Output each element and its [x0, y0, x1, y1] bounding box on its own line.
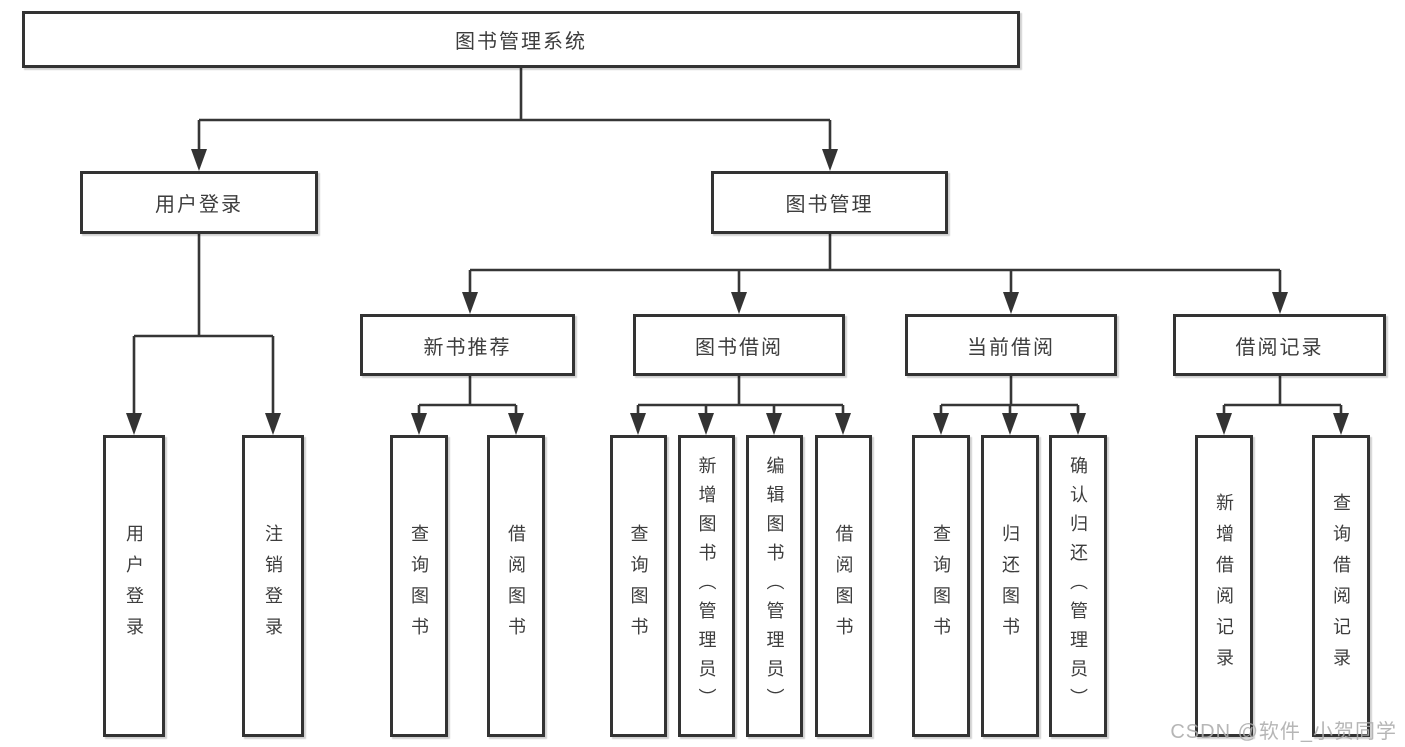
- csdn-watermark: CSDN @软件_小贺同学: [1170, 721, 1397, 743]
- node-label: 新增借阅记录: [1214, 493, 1234, 679]
- node-label: 借阅图书: [833, 524, 854, 648]
- node-library-management-system: 图书管理系统: [22, 11, 1020, 68]
- node-label: 查询图书: [409, 524, 429, 648]
- node-label: 确认归还（管理员）: [1068, 455, 1088, 717]
- connector-currentborrow-to-leaves: [933, 376, 1086, 435]
- node-label: 借阅记录: [1235, 336, 1324, 359]
- leaf-query-borrow-record: 查询借阅记录: [1312, 435, 1370, 737]
- node-label: 新增图书（管理员）: [696, 455, 717, 717]
- connector-userlogin-to-leaves: [126, 234, 281, 435]
- connector-bookmgmt-to-level3: [462, 234, 1288, 314]
- connector-borrowrecords-to-leaves: [1216, 376, 1349, 435]
- node-label: 注销登录: [263, 524, 283, 648]
- node-label: 图书管理: [785, 194, 874, 216]
- leaf-confirm-return-admin: 确认归还（管理员）: [1049, 435, 1107, 737]
- leaf-return-books: 归还图书: [981, 435, 1039, 737]
- leaf-borrow-books-recommend: 借阅图书: [487, 435, 545, 737]
- node-label: 查询借阅记录: [1331, 493, 1351, 679]
- leaf-logout: 注销登录: [242, 435, 304, 737]
- leaf-add-books-admin: 新增图书（管理员）: [678, 435, 735, 737]
- leaf-user-login: 用户登录: [103, 435, 165, 737]
- node-new-book-recommend: 新书推荐: [360, 314, 575, 376]
- node-label: 图书管理系统: [455, 31, 587, 53]
- node-label: 用户登录: [155, 194, 243, 216]
- node-label: 图书借阅: [695, 336, 783, 359]
- node-label: 查询图书: [931, 524, 951, 648]
- node-current-borrowing: 当前借阅: [905, 314, 1117, 376]
- node-label: 新书推荐: [423, 336, 512, 359]
- node-label: 编辑图书（管理员）: [764, 455, 785, 717]
- leaf-add-borrow-record: 新增借阅记录: [1195, 435, 1253, 737]
- leaf-borrow-books: 借阅图书: [815, 435, 872, 737]
- node-label: 借阅图书: [506, 524, 526, 648]
- leaf-query-books-borrowing: 查询图书: [610, 435, 667, 737]
- connector-newbookrec-to-leaves: [411, 376, 524, 435]
- node-book-borrowing: 图书借阅: [633, 314, 845, 376]
- leaf-edit-books-admin: 编辑图书（管理员）: [746, 435, 803, 737]
- node-user-login: 用户登录: [80, 171, 318, 234]
- connector-bookborrow-to-leaves: [630, 376, 851, 435]
- leaf-query-books-current: 查询图书: [912, 435, 970, 737]
- node-label: 当前借阅: [967, 336, 1055, 359]
- node-book-management: 图书管理: [711, 171, 948, 234]
- node-label: 归还图书: [1000, 524, 1020, 648]
- leaf-query-books-recommend: 查询图书: [390, 435, 448, 737]
- connector-root-to-level2: [191, 68, 838, 171]
- node-borrowing-records: 借阅记录: [1173, 314, 1386, 376]
- node-label: 用户登录: [124, 524, 144, 648]
- node-label: 查询图书: [628, 524, 649, 648]
